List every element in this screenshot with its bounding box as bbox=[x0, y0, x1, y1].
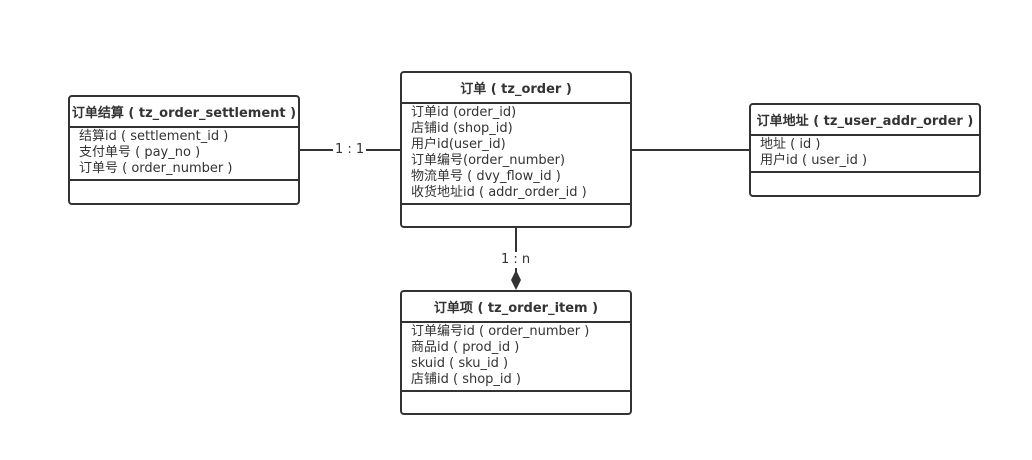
attribute: 店铺id (shop_id) bbox=[411, 121, 513, 136]
attribute: 订单编号(order_number) bbox=[411, 153, 566, 168]
attribute: 收货地址id ( addr_order_id ) bbox=[411, 185, 587, 200]
method-section bbox=[70, 181, 298, 203]
entity-title: 订单地址 ( tz_user_addr_order ) bbox=[751, 105, 979, 136]
entity-order[interactable]: 订单 ( tz_order ) 订单id (order_id) 店铺id (sh… bbox=[400, 71, 632, 228]
attribute: 支付单号 ( pay_no ) bbox=[79, 145, 201, 160]
entity-addr[interactable]: 订单地址 ( tz_user_addr_order ) 地址 ( id ) 用户… bbox=[749, 103, 981, 197]
attribute-list: 订单编号id ( order_number ) 商品id ( prod_id )… bbox=[402, 323, 630, 392]
attribute: 用户id(user_id) bbox=[411, 137, 506, 152]
attribute: 订单编号id ( order_number ) bbox=[411, 324, 590, 339]
attribute: 订单id (order_id) bbox=[411, 105, 517, 120]
relation-label-1-1: 1 : 1 bbox=[333, 142, 367, 157]
attribute: 商品id ( prod_id ) bbox=[411, 340, 520, 355]
attribute: 店铺id ( shop_id ) bbox=[411, 372, 521, 387]
attribute-list: 结算id ( settlement_id ) 支付单号 ( pay_no ) 订… bbox=[70, 128, 298, 181]
attribute: 物流单号 ( dvy_flow_id ) bbox=[411, 169, 561, 184]
method-section bbox=[751, 173, 979, 195]
attribute-list: 地址 ( id ) 用户id ( user_id ) bbox=[751, 136, 979, 173]
entity-title: 订单 ( tz_order ) bbox=[402, 73, 630, 104]
method-section bbox=[402, 205, 630, 226]
attribute-list: 订单id (order_id) 店铺id (shop_id) 用户id(user… bbox=[402, 104, 630, 205]
attribute: 用户id ( user_id ) bbox=[760, 153, 868, 168]
relation-label-1-n: 1 : n bbox=[499, 252, 533, 267]
composition-diamond bbox=[511, 270, 521, 290]
entity-order-item[interactable]: 订单项 ( tz_order_item ) 订单编号id ( order_num… bbox=[400, 290, 632, 415]
attribute: 结算id ( settlement_id ) bbox=[79, 129, 229, 144]
entity-title: 订单结算 ( tz_order_settlement ) bbox=[70, 97, 298, 128]
entity-title: 订单项 ( tz_order_item ) bbox=[402, 292, 630, 323]
attribute: skuid ( sku_id ) bbox=[411, 356, 509, 371]
method-section bbox=[402, 392, 630, 413]
attribute: 订单号 ( order_number ) bbox=[79, 161, 233, 176]
entity-settlement[interactable]: 订单结算 ( tz_order_settlement ) 结算id ( sett… bbox=[68, 95, 300, 205]
attribute: 地址 ( id ) bbox=[760, 137, 821, 152]
